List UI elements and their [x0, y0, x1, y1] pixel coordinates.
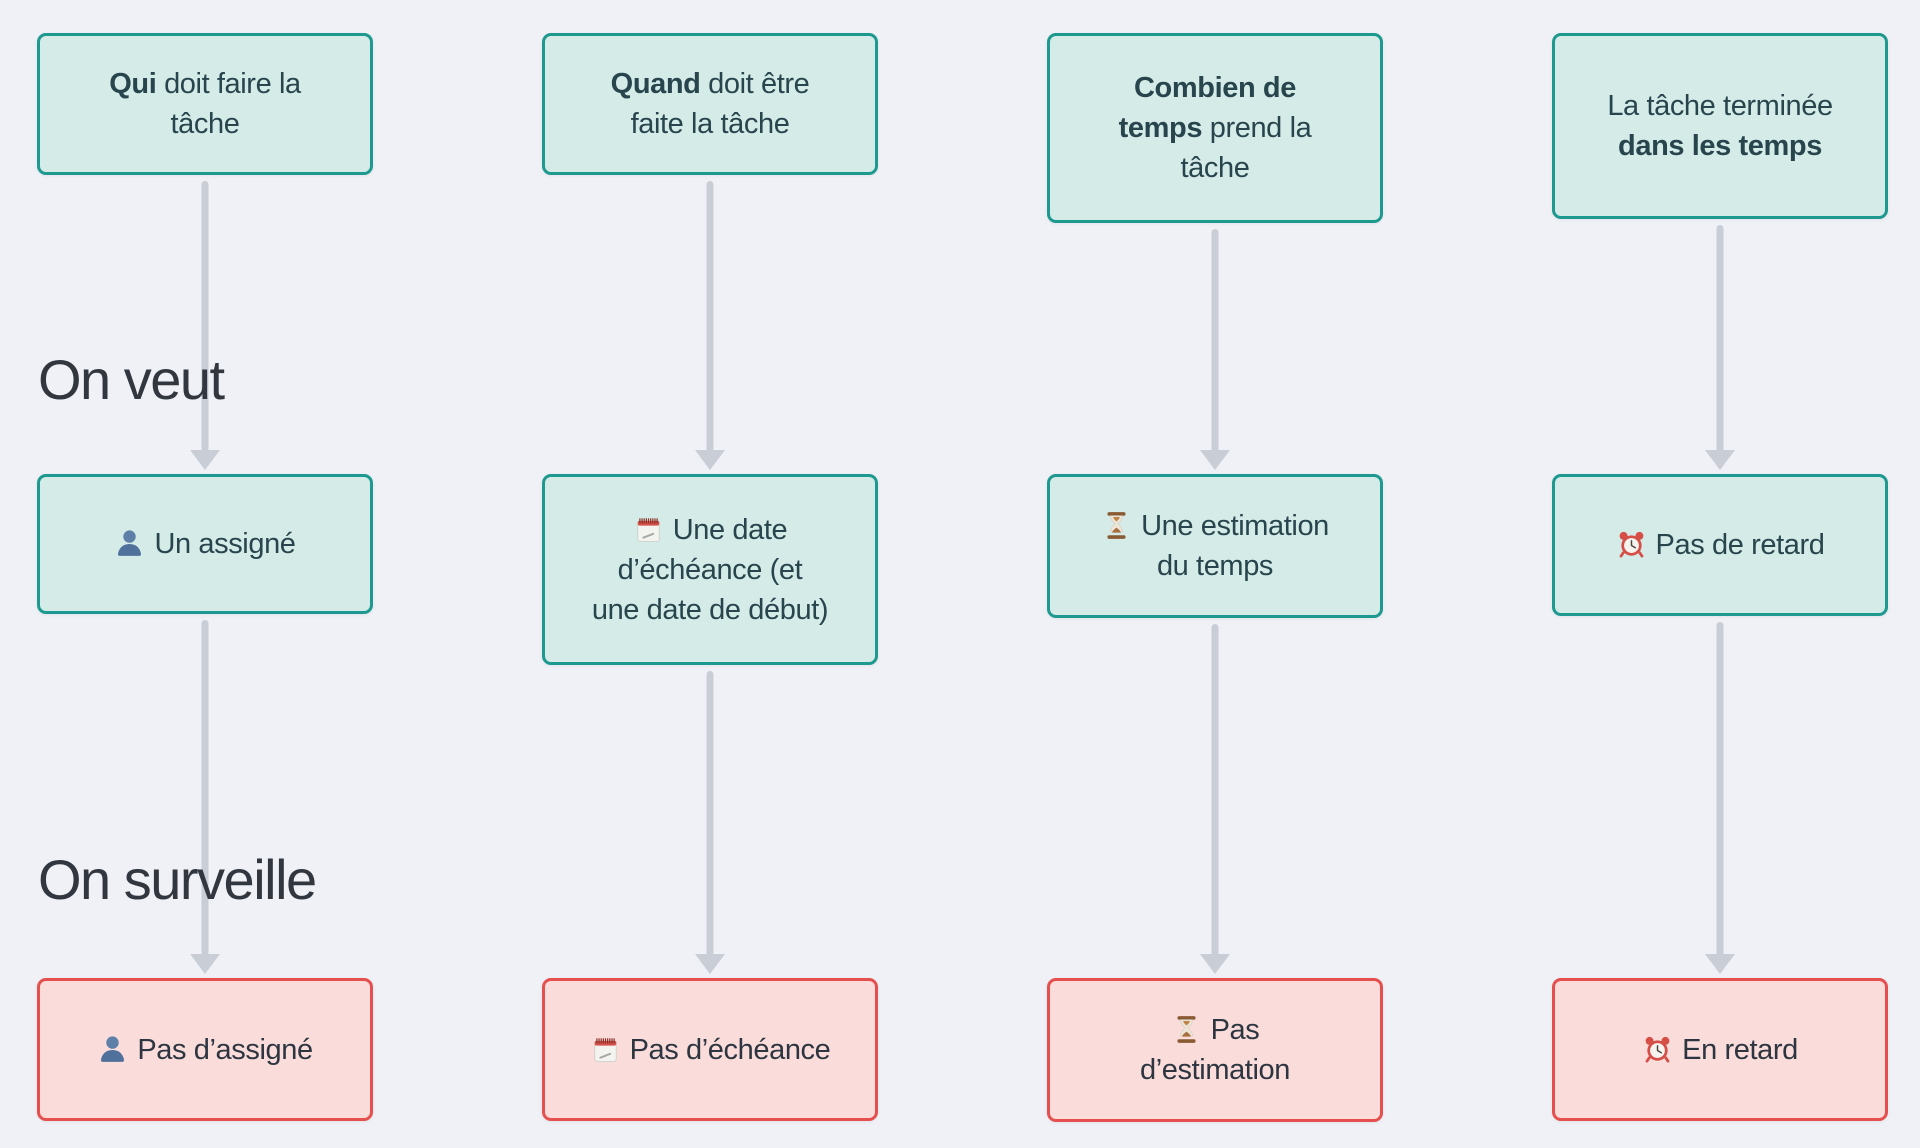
arrow-watch-assignee [190, 620, 220, 974]
arrow-want-estimate [1200, 229, 1230, 470]
want-text-assignee: Un assigné [154, 528, 296, 560]
watch-text-late-wrap: En retard [1642, 1030, 1798, 1070]
arrow-head-icon [1705, 450, 1735, 470]
arrow-shaft [706, 671, 714, 956]
arrow-head-icon [1200, 450, 1230, 470]
arrow-shaft [1211, 229, 1219, 452]
watch-text-no-assignee: Pas d’assigné [137, 1033, 313, 1066]
hourglass-icon [1107, 512, 1126, 539]
row-label-on-veut: On veut [38, 348, 225, 411]
want-box-no-delay: Pas de retard [1552, 474, 1888, 616]
notepad-icon [593, 1037, 617, 1062]
hourglass-icon [1177, 1016, 1196, 1043]
watch-text-no-assignee-wrap: Pas d’assigné [97, 1030, 313, 1070]
person-icon [118, 530, 142, 556]
arrow-head-icon [1705, 954, 1735, 974]
want-text-no-delay-wrap: Pas de retard [1616, 525, 1825, 565]
arrow-watch-due-date [695, 671, 725, 974]
watch-box-no-assignee: Pas d’assigné [37, 978, 373, 1121]
alarm-clock-icon [1619, 531, 1643, 558]
watch-box-late: En retard [1552, 978, 1888, 1121]
arrow-watch-estimate [1200, 624, 1230, 974]
watch-box-no-due-date: Pas d’échéance [542, 978, 878, 1121]
alarm-clock-icon [1645, 1036, 1670, 1063]
arrow-shaft [1211, 624, 1219, 956]
arrow-shaft [201, 620, 209, 956]
arrow-head-icon [1200, 954, 1230, 974]
arrow-watch-on-time [1705, 622, 1735, 974]
watch-text-late: En retard [1682, 1033, 1798, 1066]
arrow-want-assignee [190, 181, 220, 470]
arrow-want-due-date [695, 181, 725, 470]
want-box-assignee: Un assigné [37, 474, 373, 614]
watch-text-no-due-date-wrap: Pas d’échéance [590, 1030, 831, 1070]
want-text-no-delay: Pas de retard [1655, 529, 1825, 561]
want-text-assignee-wrap: Un assigné [114, 524, 296, 564]
arrow-head-icon [695, 954, 725, 974]
person-icon [101, 1035, 125, 1062]
arrow-shaft [706, 181, 714, 452]
arrow-head-icon [695, 450, 725, 470]
arrow-shaft [201, 181, 209, 452]
notepad-icon [637, 517, 660, 542]
arrow-want-on-time [1705, 225, 1735, 470]
arrow-shaft [1716, 225, 1724, 452]
row-label-on-surveille: On surveille [38, 848, 317, 911]
arrow-shaft [1716, 622, 1724, 956]
arrow-head-icon [190, 954, 220, 974]
arrow-head-icon [190, 450, 220, 470]
watch-text-no-due-date: Pas d’échéance [629, 1033, 831, 1066]
